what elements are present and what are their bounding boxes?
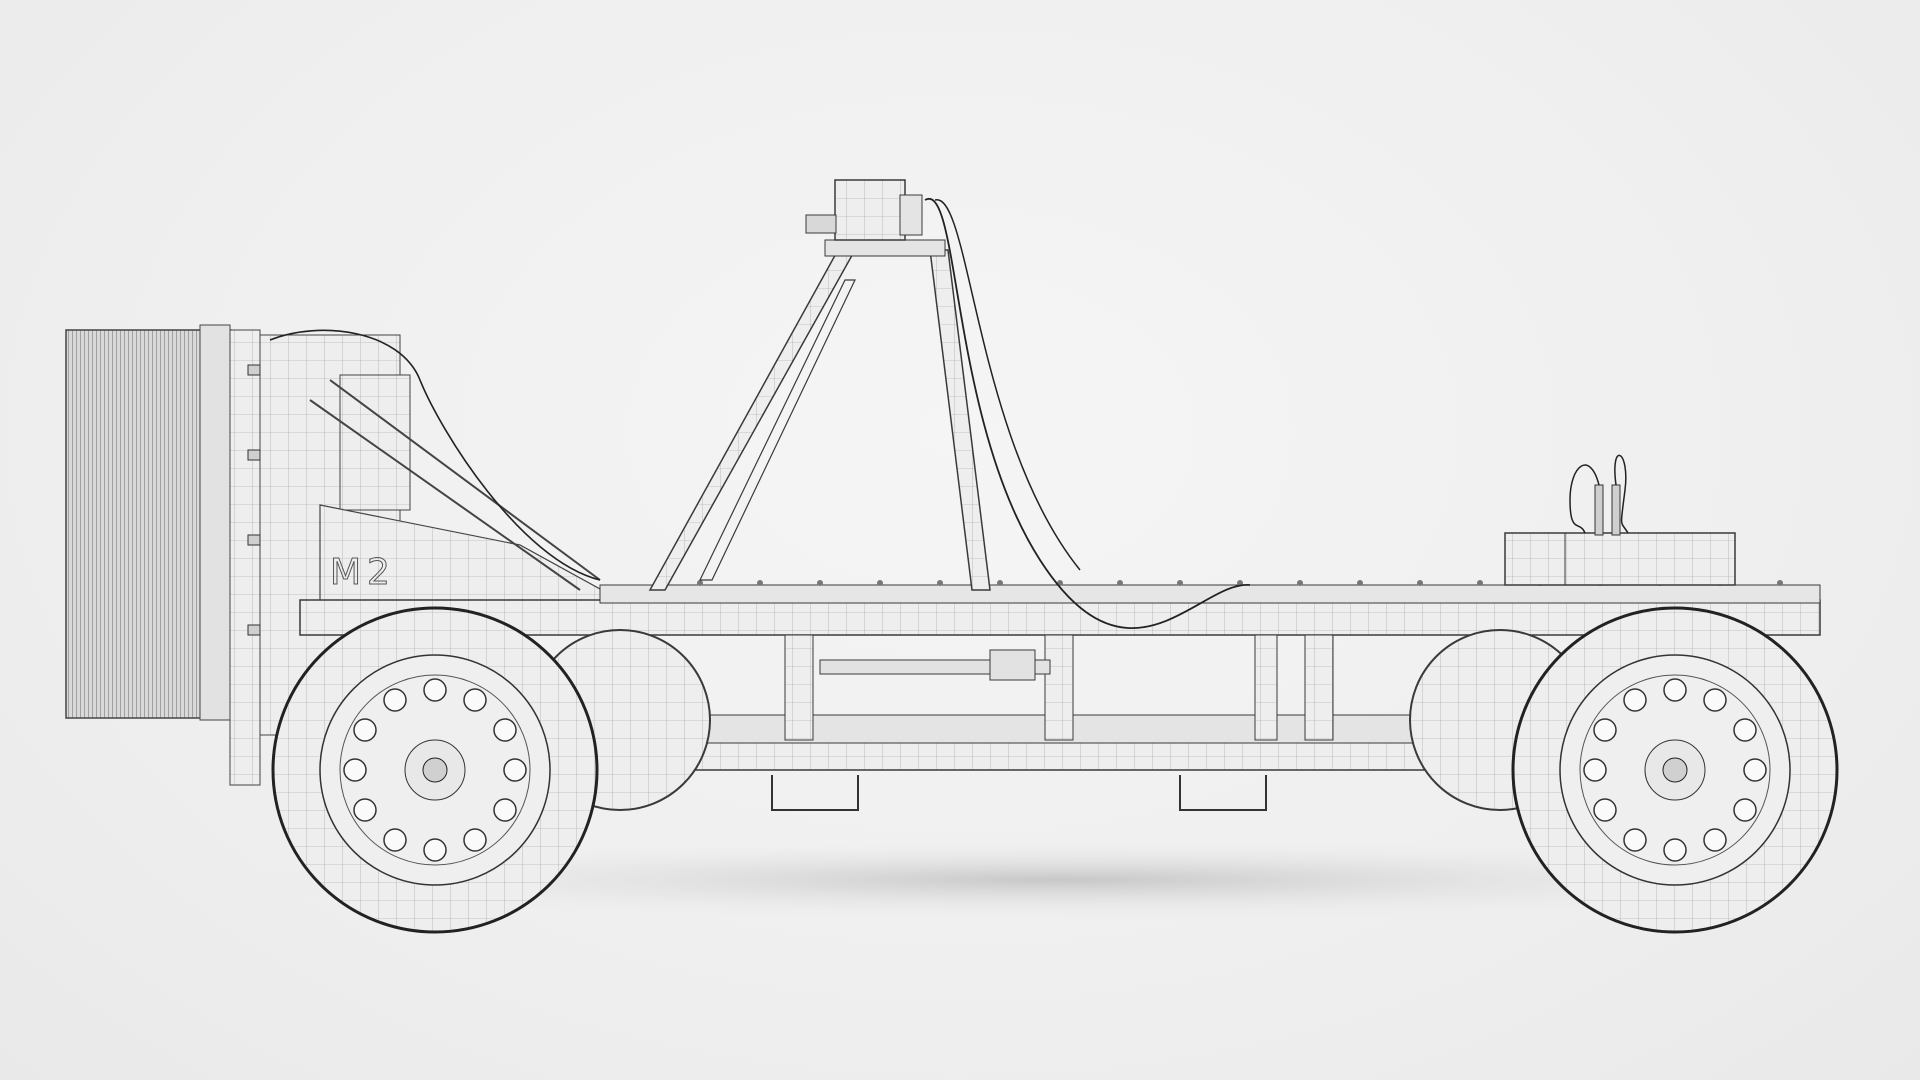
m2-marking: M2 bbox=[330, 552, 396, 594]
steering-mast-with-sensor bbox=[648, 179, 1251, 630]
battery-box bbox=[1504, 454, 1736, 586]
ground-shadow bbox=[240, 840, 1880, 920]
m2-panel bbox=[309, 379, 623, 611]
front-wheel bbox=[271, 606, 599, 934]
ladder-frame bbox=[299, 580, 1821, 811]
radiator-cable bbox=[269, 329, 601, 581]
rear-wheel bbox=[1511, 606, 1839, 934]
